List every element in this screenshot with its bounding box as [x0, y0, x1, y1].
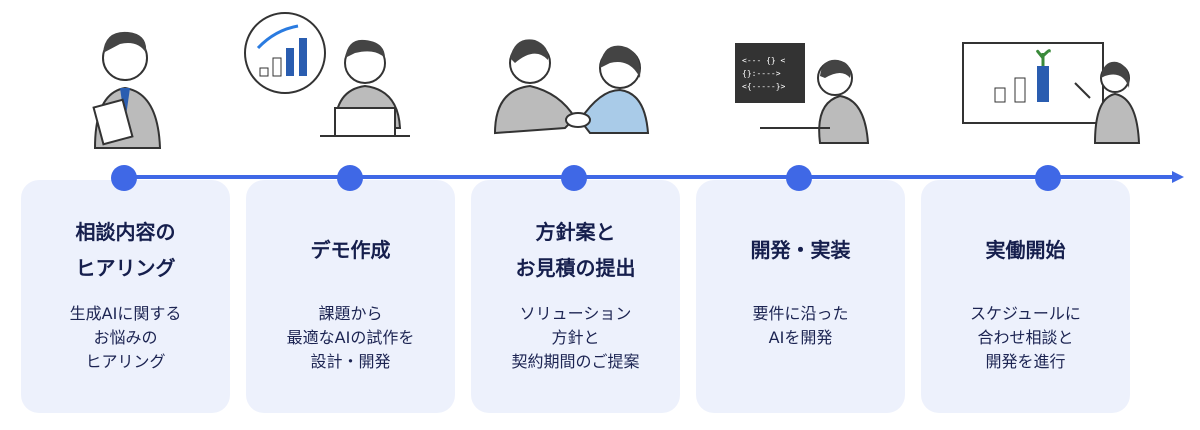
timeline-dot-4	[786, 165, 812, 191]
step-description: スケジュールに 合わせ相談と 開発を進行	[970, 304, 1081, 371]
step-card-2: デモ作成 課題から 最適なAIの試作を 設計・開発	[246, 180, 455, 413]
step-description: 生成AIに関する お悩みの ヒアリング	[69, 304, 182, 371]
svg-text:<--- {} <: <--- {} <	[742, 56, 786, 65]
step-card-1: 相談内容の ヒアリング 生成AIに関する お悩みの ヒアリング	[21, 180, 230, 413]
step-description: 課題から 最適なAIの試作を 設計・開発	[286, 304, 415, 371]
step-card-5: 実働開始 スケジュールに 合わせ相談と 開発を進行	[921, 180, 1130, 413]
timeline-dot-2	[337, 165, 363, 191]
step-title: デモ作成	[310, 238, 391, 262]
step-title: 方針案と お見積の提出	[515, 220, 636, 280]
step-title: 開発・実装	[750, 238, 851, 262]
timeline-arrow-icon	[1172, 171, 1184, 183]
svg-text:<{-----}>: <{-----}>	[742, 82, 786, 91]
step-description: 要件に沿った AIを開発	[752, 304, 849, 347]
timeline-dot-1	[111, 165, 137, 191]
step-title: 実働開始	[985, 238, 1066, 262]
svg-text:{}:---->: {}:---->	[742, 69, 781, 78]
step-title: 相談内容の ヒアリング	[75, 220, 176, 280]
timeline-line	[124, 175, 1174, 179]
demo-illustration	[244, 12, 410, 137]
step-description: ソリューション 方針と 契約期間のご提案	[511, 304, 640, 371]
developer-illustration: <--- {} < {}:----> <{-----}>	[735, 43, 870, 144]
handshake-illustration	[493, 39, 650, 135]
step-card-4: 開発・実装 要件に沿った AIを開発	[696, 180, 905, 413]
presenter-illustration	[962, 42, 1141, 144]
consultant-illustration	[92, 31, 162, 149]
timeline-dot-3	[561, 165, 587, 191]
step-card-3: 方針案と お見積の提出 ソリューション 方針と 契約期間のご提案	[471, 180, 680, 413]
timeline-dot-5	[1035, 165, 1061, 191]
